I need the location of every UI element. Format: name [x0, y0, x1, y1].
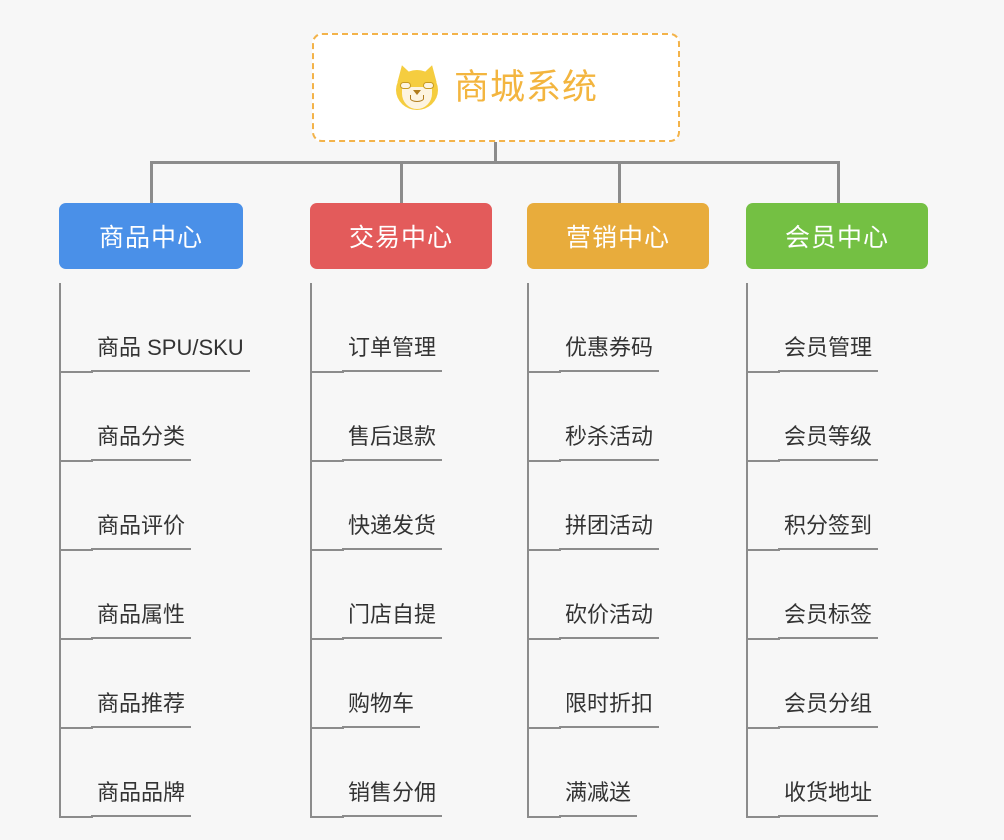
leaf-label: 秒杀活动	[559, 419, 660, 461]
connector-drop-2	[400, 161, 403, 205]
leaf-label: 会员分组	[778, 686, 879, 728]
leaf-label: 商品属性	[91, 597, 192, 639]
list-item[interactable]: 积分签到	[746, 461, 928, 551]
category-label: 营销中心	[565, 224, 670, 252]
leaf-label: 购物车	[342, 686, 421, 728]
leaf-list-product-center: 商品 SPU/SKU 商品分类 商品评价 商品属性 商品推荐 商品品牌	[59, 283, 250, 818]
leaf-label: 满减送	[559, 775, 638, 817]
connector-root-stem	[494, 142, 497, 163]
list-item[interactable]: 商品品牌	[59, 728, 243, 818]
category-header-product-center[interactable]: 商品中心	[59, 203, 243, 269]
list-item[interactable]: 商品 SPU/SKU	[59, 283, 250, 373]
category-label: 商品中心	[98, 224, 203, 252]
list-item[interactable]: 砍价活动	[527, 550, 709, 640]
leaf-label: 会员标签	[778, 597, 879, 639]
leaf-label: 会员管理	[778, 330, 879, 372]
list-item[interactable]: 会员管理	[746, 283, 928, 373]
connector-drop-4	[837, 161, 840, 205]
connector-horizontal-bus	[150, 161, 840, 164]
leaf-label: 砍价活动	[559, 597, 660, 639]
leaf-list-member-center: 会员管理 会员等级 积分签到 会员标签 会员分组 收货地址	[746, 283, 928, 818]
leaf-label: 门店自提	[342, 597, 443, 639]
leaf-list-trade-center: 订单管理 售后退款 快递发货 门店自提 购物车 销售分佣	[310, 283, 492, 818]
list-item[interactable]: 购物车	[310, 639, 492, 729]
leaf-label: 积分签到	[778, 508, 879, 550]
list-item[interactable]: 收货地址	[746, 728, 928, 818]
list-item[interactable]: 限时折扣	[527, 639, 709, 729]
leaf-label: 订单管理	[342, 330, 443, 372]
leaf-label: 优惠券码	[559, 330, 660, 372]
leaf-label: 商品评价	[91, 508, 192, 550]
shiba-dog-icon	[393, 62, 441, 111]
root-node-shop-system[interactable]: 商城系统	[312, 33, 680, 142]
leaf-label: 销售分佣	[342, 775, 443, 817]
leaf-list-marketing-center: 优惠券码 秒杀活动 拼团活动 砍价活动 限时折扣 满减送	[527, 283, 709, 818]
category-header-trade-center[interactable]: 交易中心	[310, 203, 492, 269]
list-item[interactable]: 优惠券码	[527, 283, 709, 373]
root-title: 商城系统	[453, 68, 598, 107]
list-item[interactable]: 商品分类	[59, 372, 243, 462]
list-item[interactable]: 快递发货	[310, 461, 492, 551]
leaf-label: 商品推荐	[91, 686, 192, 728]
category-column-trade-center: 交易中心 订单管理 售后退款 快递发货 门店自提 购物车	[310, 203, 492, 818]
list-item[interactable]: 会员分组	[746, 639, 928, 729]
list-item[interactable]: 商品评价	[59, 461, 243, 551]
leaf-label: 会员等级	[778, 419, 879, 461]
leaf-label: 商品分类	[91, 419, 192, 461]
list-item[interactable]: 商品推荐	[59, 639, 243, 729]
leaf-label: 商品品牌	[91, 775, 192, 817]
list-item[interactable]: 会员等级	[746, 372, 928, 462]
category-column-marketing-center: 营销中心 优惠券码 秒杀活动 拼团活动 砍价活动 限时折扣	[527, 203, 709, 818]
leaf-label: 收货地址	[778, 775, 879, 817]
connector-drop-1	[150, 161, 153, 205]
list-item[interactable]: 订单管理	[310, 283, 492, 373]
connector-drop-3	[618, 161, 621, 205]
list-item[interactable]: 门店自提	[310, 550, 492, 640]
list-item[interactable]: 拼团活动	[527, 461, 709, 551]
category-header-marketing-center[interactable]: 营销中心	[527, 203, 709, 269]
category-column-product-center: 商品中心 商品 SPU/SKU 商品分类 商品评价 商品属性 商品推荐	[59, 203, 250, 818]
list-item[interactable]: 售后退款	[310, 372, 492, 462]
category-header-member-center[interactable]: 会员中心	[746, 203, 928, 269]
leaf-label: 限时折扣	[559, 686, 660, 728]
list-item[interactable]: 秒杀活动	[527, 372, 709, 462]
category-label: 交易中心	[348, 224, 453, 252]
leaf-label: 快递发货	[342, 508, 443, 550]
leaf-label: 售后退款	[342, 419, 443, 461]
category-label: 会员中心	[784, 224, 889, 252]
leaf-label: 商品 SPU/SKU	[91, 330, 250, 372]
list-item[interactable]: 销售分佣	[310, 728, 492, 818]
category-column-member-center: 会员中心 会员管理 会员等级 积分签到 会员标签 会员分组	[746, 203, 928, 818]
list-item[interactable]: 商品属性	[59, 550, 243, 640]
list-item[interactable]: 满减送	[527, 728, 709, 818]
leaf-label: 拼团活动	[559, 508, 660, 550]
list-item[interactable]: 会员标签	[746, 550, 928, 640]
